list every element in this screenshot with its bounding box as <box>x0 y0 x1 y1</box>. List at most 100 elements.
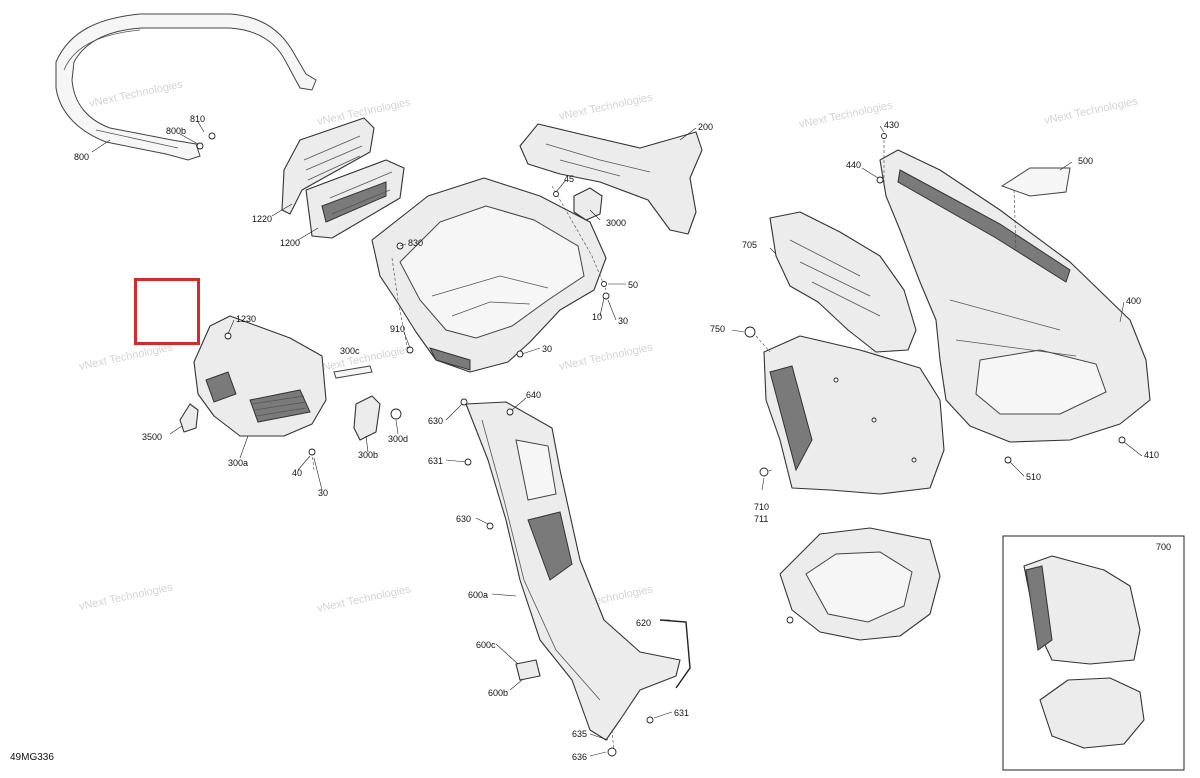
part-label-300a[interactable]: 300a <box>228 458 248 468</box>
fastener-hole <box>911 457 917 463</box>
bolt[interactable] <box>881 133 887 139</box>
part-500-sticker[interactable] <box>1000 167 1071 197</box>
part-label-1200[interactable]: 1200 <box>280 238 300 248</box>
part-810-bolt[interactable] <box>208 132 216 140</box>
part-label-1230[interactable]: 1230 <box>236 314 256 324</box>
part-label-711[interactable]: 711 <box>754 514 768 524</box>
part-300c-strip[interactable] <box>333 365 373 379</box>
part-label-300d[interactable]: 300d <box>388 434 408 444</box>
alignment-lines <box>311 140 1017 753</box>
part-label-400[interactable]: 400 <box>1126 296 1141 306</box>
part-3500-clip[interactable] <box>179 403 199 433</box>
part-300a-front-panel[interactable] <box>193 315 327 437</box>
part-label-50[interactable]: 50 <box>628 280 638 290</box>
part-label-600c[interactable]: 600c <box>476 640 496 650</box>
part-label-440[interactable]: 440 <box>846 160 861 170</box>
part-label-635[interactable]: 635 <box>572 729 587 739</box>
bolt[interactable] <box>224 332 232 340</box>
part-600b-block[interactable] <box>515 659 541 681</box>
part-label-910[interactable]: 910 <box>390 324 405 334</box>
part-label-710[interactable]: 710 <box>754 502 769 512</box>
selection-highlight-box <box>134 278 200 345</box>
part-label-30[interactable]: 30 <box>318 488 328 498</box>
watermark: vNext Technologies <box>558 341 654 373</box>
center-storage-tub[interactable] <box>371 177 607 373</box>
part-label-40[interactable]: 40 <box>292 468 302 478</box>
bolt[interactable] <box>1118 436 1126 444</box>
part-label-810[interactable]: 810 <box>190 114 205 124</box>
part-label-500[interactable]: 500 <box>1078 156 1093 166</box>
part-label-430[interactable]: 430 <box>884 120 899 130</box>
bolt[interactable] <box>759 467 769 477</box>
part-label-200[interactable]: 200 <box>698 122 713 132</box>
part-3000-clip[interactable] <box>573 187 603 221</box>
part-label-705[interactable]: 705 <box>742 240 757 250</box>
part-label-1220[interactable]: 1220 <box>252 214 272 224</box>
part-705-side-shield[interactable] <box>769 211 917 353</box>
part-620-rod[interactable] <box>659 619 691 689</box>
watermark: vNext Technologies <box>78 581 174 613</box>
part-label-410[interactable]: 410 <box>1144 450 1159 460</box>
part-1200-vent-panel[interactable] <box>305 159 405 239</box>
part-label-636[interactable]: 636 <box>572 752 587 762</box>
watermark: vNext Technologies <box>88 78 184 110</box>
part-label-600b[interactable]: 600b <box>488 688 508 698</box>
part-label-800b[interactable]: 800b <box>166 126 186 136</box>
bolt[interactable] <box>506 408 514 416</box>
watermark: vNext Technologies <box>78 341 174 373</box>
inset-700 <box>1002 535 1185 771</box>
bolt[interactable] <box>601 281 607 287</box>
part-label-700[interactable]: 700 <box>1156 542 1171 552</box>
bolt[interactable] <box>516 350 524 358</box>
inset-skid-view[interactable] <box>1039 677 1145 749</box>
part-label-30[interactable]: 30 <box>542 344 552 354</box>
part-lower-skid-cover[interactable] <box>779 527 941 641</box>
part-label-300c[interactable]: 300c <box>340 346 360 356</box>
part-label-630[interactable]: 630 <box>428 416 443 426</box>
part-label-45[interactable]: 45 <box>564 174 574 184</box>
part-710-lower-shield[interactable] <box>763 335 945 495</box>
part-label-750[interactable]: 750 <box>710 324 725 334</box>
part-300d-fastener[interactable] <box>390 408 402 420</box>
fastener-hole <box>833 377 839 383</box>
bolt[interactable] <box>196 142 204 150</box>
fastener-hole <box>871 417 877 423</box>
part-label-620[interactable]: 620 <box>636 618 651 628</box>
bolt[interactable] <box>406 346 414 354</box>
bolt[interactable] <box>308 448 316 456</box>
part-400-floor-panel[interactable] <box>879 149 1151 443</box>
part-label-640[interactable]: 640 <box>526 390 541 400</box>
part-label-10[interactable]: 10 <box>592 312 602 322</box>
bolt[interactable] <box>876 176 884 184</box>
part-600a-center-panel[interactable] <box>465 401 681 741</box>
part-800-grab-bar[interactable] <box>55 13 317 161</box>
bolt[interactable] <box>786 616 794 624</box>
bolt[interactable] <box>460 398 468 406</box>
part-300b-bracket[interactable] <box>353 395 381 441</box>
bolt[interactable] <box>602 292 610 300</box>
part-750-grommet[interactable] <box>744 326 756 338</box>
fasteners <box>196 133 1126 757</box>
part-label-510[interactable]: 510 <box>1026 472 1041 482</box>
part-label-3000[interactable]: 3000 <box>606 218 626 228</box>
part-label-630[interactable]: 630 <box>456 514 471 524</box>
part-labels: 800 810 800b 1220 1200 830 910 30 45 300… <box>74 114 1171 762</box>
part-200-front-bracket[interactable] <box>519 123 703 235</box>
watermark: vNext Technologies <box>316 583 412 615</box>
part-label-800[interactable]: 800 <box>74 152 89 162</box>
bolt[interactable] <box>607 747 617 757</box>
diagram-code: 49MG336 <box>10 752 54 763</box>
part-label-3500[interactable]: 3500 <box>142 432 162 442</box>
bolt[interactable] <box>486 522 494 530</box>
part-label-830[interactable]: 830 <box>408 238 423 248</box>
part-label-631[interactable]: 631 <box>428 456 443 466</box>
bolt[interactable] <box>646 716 654 724</box>
part-1220-vent-panel[interactable] <box>281 117 375 215</box>
bolt[interactable] <box>553 191 559 197</box>
bolt[interactable] <box>1004 456 1012 464</box>
part-label-30[interactable]: 30 <box>618 316 628 326</box>
part-label-300b[interactable]: 300b <box>358 450 378 460</box>
part-label-600a[interactable]: 600a <box>468 590 488 600</box>
part-label-631[interactable]: 631 <box>674 708 689 718</box>
